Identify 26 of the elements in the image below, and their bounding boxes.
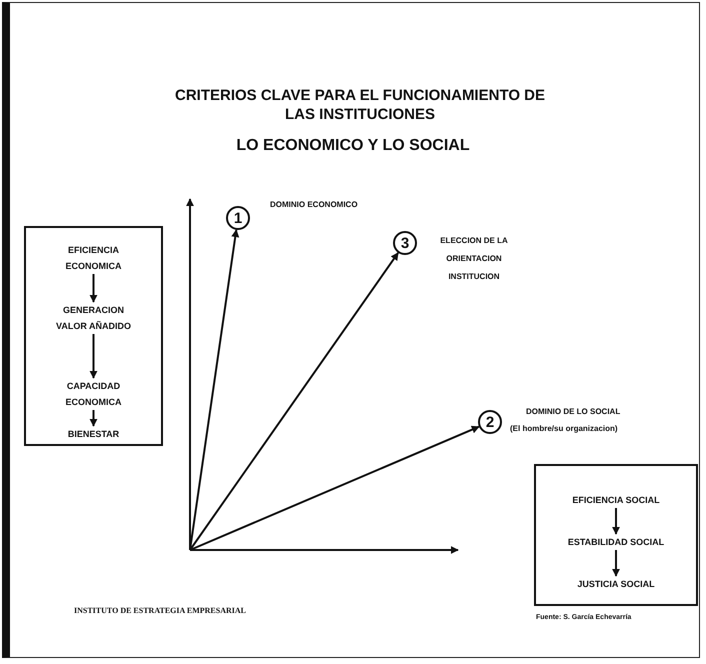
- flow-text: BIENESTAR: [48, 426, 138, 442]
- arrow: [189, 252, 399, 551]
- flow-text: JUSTICIA SOCIAL: [577, 576, 655, 592]
- arrow: [190, 426, 480, 551]
- flow-text: GENERACION VALOR AÑADIDO: [48, 302, 138, 334]
- number-circle: 3: [393, 231, 417, 255]
- flow-text: EFICIENCIA SOCIAL: [572, 492, 660, 508]
- arrow: [612, 550, 620, 577]
- title: CRITERIOS CLAVE PARA EL FUNCIONAMIENTO DE LAS INSTITUCIONES: [174, 86, 546, 124]
- axis-caption: ELECCION DE LA ORIENTACION INSTITUCION: [439, 235, 509, 283]
- arrow: [612, 508, 620, 535]
- subtitle: LO ECONOMICO Y LO SOCIAL: [235, 137, 471, 155]
- arrow: [90, 410, 98, 427]
- number-circle: 2: [478, 410, 502, 434]
- footer-text: INSTITUTO DE ESTRATEGIA EMPRESARIAL: [74, 606, 246, 615]
- flow-text: ESTABILIDAD SOCIAL: [568, 534, 664, 550]
- axis-caption: DOMINIO DE LO SOCIAL: [526, 406, 620, 418]
- flow-text: CAPACIDAD ECONOMICA: [48, 378, 138, 410]
- flow-box: [24, 226, 163, 446]
- arrow: [90, 334, 98, 379]
- axis-caption: DOMINIO ECONOMICO: [270, 199, 358, 211]
- arrow: [90, 274, 98, 303]
- flow-box: [534, 464, 698, 606]
- axis-caption: (El hombre/su organizacion): [510, 423, 618, 435]
- flow-text: EFICIENCIA ECONOMICA: [48, 242, 138, 274]
- number-circle: 1: [226, 206, 250, 230]
